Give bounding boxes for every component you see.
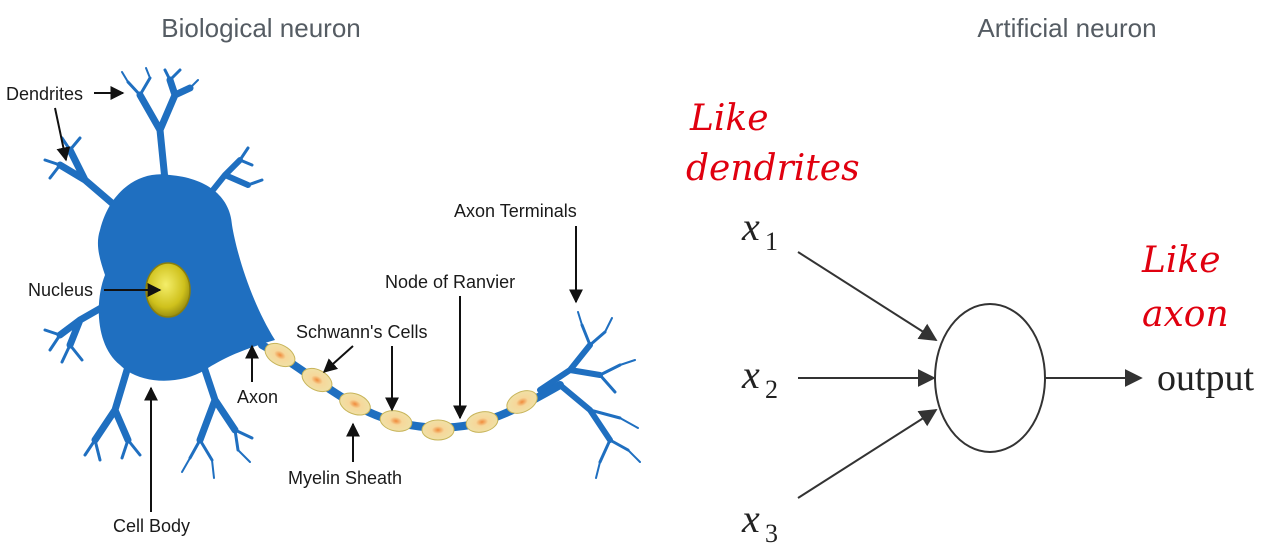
- myelin-sheath-segments: [264, 342, 538, 441]
- dendrites-arrow-down: [54, 107, 71, 162]
- node-of-ranvier-label: Node of Ranvier: [385, 272, 515, 292]
- handwritten-axon-note: Like axon: [1141, 240, 1229, 335]
- input-x3-index: 3: [765, 519, 778, 548]
- myelin-sheath-label: Myelin Sheath: [288, 468, 402, 488]
- axon-line: [258, 341, 564, 432]
- input-x3-edge: [797, 409, 938, 499]
- input-x2-var: x: [741, 352, 760, 397]
- neuron-node-circle: [934, 303, 1046, 453]
- neuron-dendrites: [43, 67, 264, 479]
- input-x1-edge: [797, 251, 938, 341]
- handwritten-dendrites-note: Like dendrites: [686, 98, 860, 189]
- axon-note-line1: Like: [1141, 240, 1221, 281]
- axon-note-line2: axon: [1142, 294, 1229, 335]
- input-x1-index: 1: [765, 227, 778, 256]
- axon-label: Axon: [237, 387, 278, 407]
- dendrites-label: Dendrites: [6, 84, 83, 104]
- schwann-cells-label: Schwann's Cells: [296, 322, 428, 342]
- axon-terminals-label: Axon Terminals: [454, 201, 577, 221]
- dendrites-note-line2: dendrites: [686, 148, 860, 189]
- biological-neuron-title: Biological neuron: [161, 13, 360, 43]
- cell-body-label: Cell Body: [113, 516, 190, 536]
- input-x3-var: x: [741, 496, 760, 541]
- nucleus-label: Nucleus: [28, 280, 93, 300]
- axon-terminal-branches: [537, 311, 641, 479]
- dendrites-note-line1: Like: [689, 98, 769, 139]
- biological-neuron-illustration: [43, 67, 641, 479]
- input-x1-var: x: [741, 204, 760, 249]
- artificial-neuron-inputs: x 1 x 2 x 3: [741, 204, 778, 548]
- input-x2-index: 2: [765, 375, 778, 404]
- output-label: output: [1157, 357, 1255, 399]
- artificial-neuron-title: Artificial neuron: [977, 13, 1156, 43]
- schwann-cells-arrow-1: [322, 345, 354, 373]
